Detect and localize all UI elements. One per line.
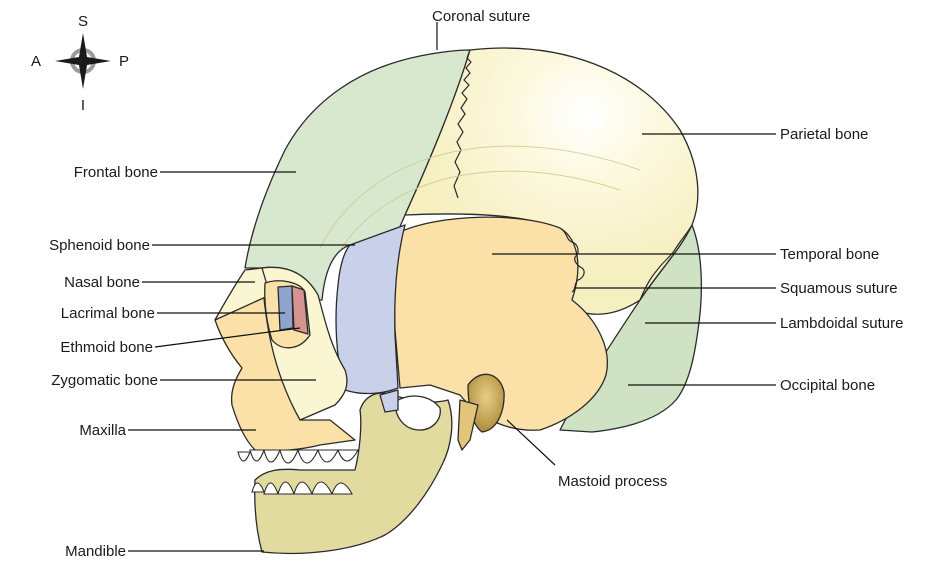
label-zygomatic-bone: Zygomatic bone bbox=[51, 372, 158, 389]
label-squamous-suture: Squamous suture bbox=[780, 280, 898, 297]
label-frontal-bone: Frontal bone bbox=[74, 164, 158, 181]
sphenoid-bone-shape bbox=[336, 225, 405, 394]
compass-inferior: I bbox=[81, 97, 85, 114]
label-sphenoid-bone: Sphenoid bone bbox=[49, 237, 150, 254]
compass-superior: S bbox=[78, 13, 88, 30]
styloid-shape bbox=[458, 400, 478, 450]
compass-posterior: P bbox=[119, 53, 129, 70]
label-ethmoid-bone: Ethmoid bone bbox=[60, 339, 153, 356]
compass-star-icon bbox=[55, 33, 111, 89]
label-maxilla: Maxilla bbox=[79, 422, 126, 439]
label-coronal-suture: Coronal suture bbox=[432, 8, 530, 25]
label-occipital-bone: Occipital bone bbox=[780, 377, 875, 394]
label-lambdoidal-suture: Lambdoidal suture bbox=[780, 315, 903, 332]
lacrimal-bone-shape bbox=[278, 286, 293, 330]
label-lacrimal-bone: Lacrimal bone bbox=[61, 305, 155, 322]
compass-anterior: A bbox=[31, 53, 41, 70]
compass-rose: S I A P bbox=[31, 13, 129, 114]
label-parietal-bone: Parietal bone bbox=[780, 126, 868, 143]
label-nasal-bone: Nasal bone bbox=[64, 274, 140, 291]
upper-teeth bbox=[238, 450, 358, 463]
label-mandible: Mandible bbox=[65, 543, 126, 560]
label-temporal-bone: Temporal bone bbox=[780, 246, 879, 263]
label-mastoid-process: Mastoid process bbox=[558, 473, 667, 490]
